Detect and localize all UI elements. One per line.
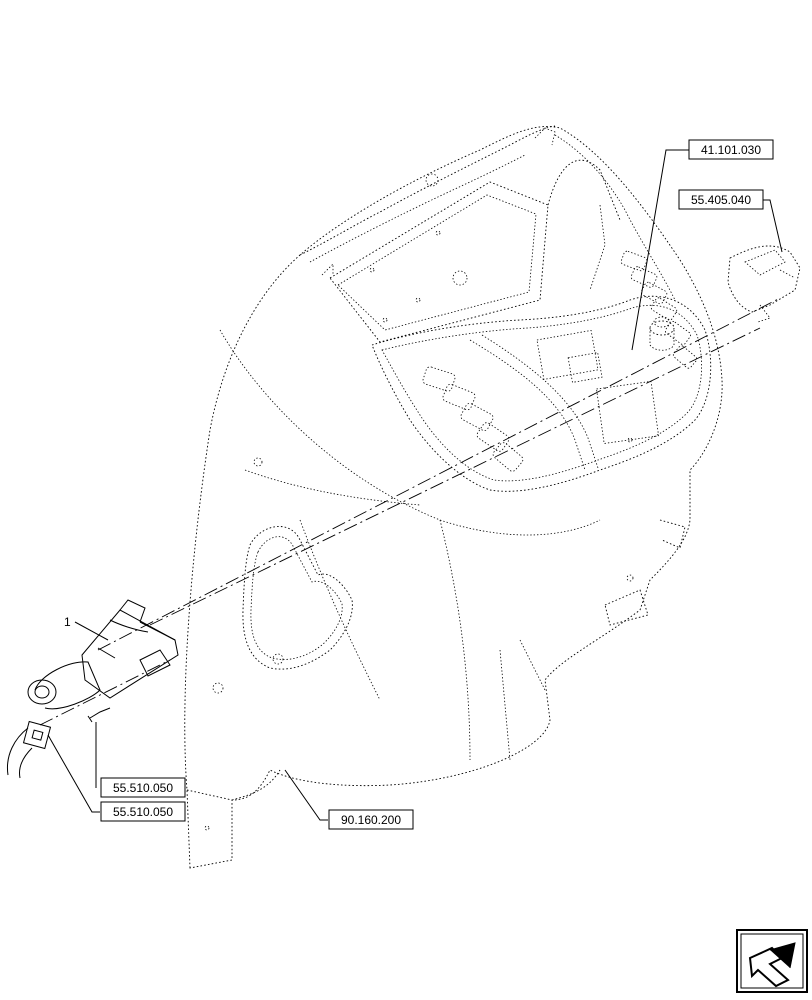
assembly-axis-lines — [39, 297, 781, 726]
button-cluster-left — [422, 366, 524, 472]
ref-text: 55.510.050 — [113, 805, 173, 819]
button-cluster-right — [620, 250, 698, 369]
lever-assembly — [27, 599, 179, 723]
ref-label-55405040[interactable]: 55.405.040 — [678, 189, 764, 210]
ref-text: 55.510.050 — [113, 781, 173, 795]
electrical-connector — [6, 720, 52, 779]
ref-text: 55.405.040 — [691, 193, 751, 207]
leader-lines — [47, 149, 783, 821]
console-housing — [184, 125, 723, 869]
ref-label-55510050-b[interactable]: 55.510.050 — [100, 801, 186, 822]
bracket-part — [727, 245, 801, 323]
item-number-label: 1 — [64, 615, 71, 629]
ref-label-41101030[interactable]: 41.101.030 — [688, 139, 774, 160]
ref-text: 41.101.030 — [701, 143, 761, 157]
ref-label-55510050-a[interactable]: 55.510.050 — [100, 777, 186, 798]
ref-text: 90.160.200 — [341, 813, 401, 827]
navigation-arrow-icon[interactable] — [736, 929, 808, 993]
ref-label-90160200[interactable]: 90.160.200 — [328, 809, 414, 830]
joystick-knob — [649, 316, 675, 351]
